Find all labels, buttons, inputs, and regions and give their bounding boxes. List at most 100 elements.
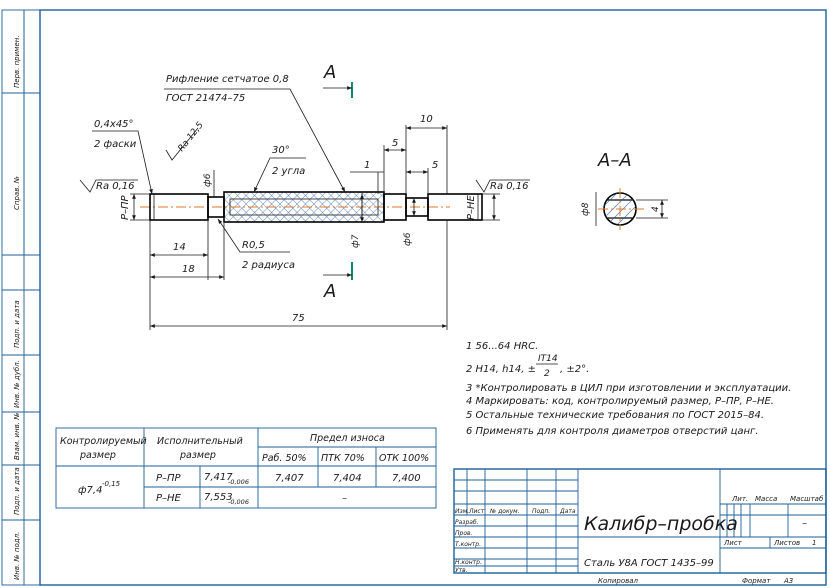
stamp-inv-dubl: Инв. № дубл.: [13, 360, 21, 408]
note-2-denominator: 2: [544, 369, 550, 379]
tb-scale-value: –: [802, 518, 807, 529]
tb-t-kontr: Т.контр.: [455, 541, 481, 548]
chamfer-leader: [92, 130, 153, 195]
note-3: 3 *Контролировать в ЦИЛ при изготовлении…: [466, 383, 791, 394]
tb-podp: Подп.: [532, 508, 550, 515]
note-2-numerator: IT14: [538, 354, 558, 364]
wear-table: Контролируемый размер Исполнительный раз…: [55, 427, 437, 509]
nogo-end-body: [427, 193, 483, 221]
cell-row1-w1: 7,407: [275, 473, 304, 484]
sheet-frame: [1, 9, 827, 586]
ra-left-symbol: [79, 179, 138, 193]
knurl-note-2: ГОСТ 21474–75: [166, 93, 245, 104]
tb-utv: Утв.: [455, 567, 468, 574]
r05-note-1: R0,5: [242, 240, 265, 251]
stamp-vzam-inv: Взам. инв. №: [13, 412, 21, 460]
knurl-leader: [164, 88, 346, 193]
dim-5a: 5: [392, 138, 398, 149]
th-exec-2: размер: [179, 450, 216, 461]
stamp-inv-podl: Инв. № подл.: [13, 532, 21, 580]
chamfer-note-2: 2 фаски: [94, 139, 137, 150]
angle-note-2: 2 угла: [272, 166, 305, 177]
note-2-prefix: 2 H14, h14, ±: [466, 364, 536, 375]
tb-razrab: Разраб.: [455, 519, 479, 526]
angle-note-1: 30°: [272, 145, 290, 156]
tb-material: Сталь У8А ГОСТ 1435–99: [584, 558, 714, 569]
tb-format: Формат: [742, 577, 771, 585]
th-wear-2: ПТК 70%: [321, 453, 365, 464]
cell-row2-merged: –: [342, 493, 347, 504]
th-controlled-2: размер: [79, 450, 116, 461]
cell-controlled-tol: -0,15: [102, 480, 121, 488]
tb-izm: Изм.: [455, 508, 469, 515]
cell-row2-tol: -0,006: [228, 498, 249, 506]
nogo-label: Р–НЕ: [466, 194, 477, 220]
dim-10: 10: [420, 114, 433, 125]
stamp-sprav: Справ. №: [13, 176, 21, 210]
stamp-podp-data-2: Подп. и дата: [13, 467, 21, 515]
cell-row2-name: Р–НЕ: [156, 493, 182, 504]
tb-format-value: А3: [783, 577, 793, 585]
tb-list: Лист: [723, 539, 743, 547]
section-view: А–А 4 ф8: [581, 150, 668, 230]
chamfer-note-1: 0,4x45°: [94, 119, 134, 130]
cell-row1-name: Р–ПР: [156, 473, 182, 484]
note-5: 5 Остальные технические требования по ГО…: [466, 409, 764, 421]
ra-left-label: Ra 0,16: [96, 181, 135, 192]
dim-1: 1: [364, 160, 370, 171]
knurl-note-1: Рифление сетчатое 0,8: [166, 74, 289, 85]
note-4: 4 Маркировать: код, контролируемый разме…: [466, 396, 774, 407]
th-exec-1: Исполнительный: [157, 436, 243, 447]
tb-listov-value: 1: [812, 539, 816, 547]
tb-massa: Масса: [755, 495, 777, 503]
cell-row1-size: 7,417: [204, 472, 233, 483]
tb-kopiroval: Копировал: [598, 577, 639, 585]
dim-d6-left: ф6: [203, 173, 213, 187]
section-label-top: А: [323, 62, 336, 83]
dim-5b: 5: [432, 160, 438, 171]
cell-row1-tol: -0,006: [228, 478, 249, 486]
note-6: 6 Применять для контроля диаметров отвер…: [466, 426, 758, 437]
section-dim-4: 4: [651, 206, 661, 212]
note-2-suffix: , ±2°.: [560, 364, 589, 375]
ra-right-label: Ra 0,16: [490, 181, 529, 192]
r05-note-2: 2 радиуса: [242, 260, 295, 271]
title-block: Изм. Лист № докум. Подп. Дата Разраб. Пр…: [453, 468, 827, 585]
dim-14: 14: [173, 242, 186, 253]
cell-row2-size: 7,553: [204, 492, 233, 503]
tb-masshtab: Масштаб: [790, 495, 824, 503]
tb-n-kontr: Н.контр.: [455, 559, 482, 566]
cell-row1-w3: 7,400: [392, 473, 421, 484]
th-wear-3: ОТК 100%: [379, 453, 429, 464]
section-label-bottom: А: [323, 281, 336, 302]
cell-controlled: ф7,4: [78, 485, 102, 496]
tb-lit: Лит.: [731, 495, 748, 503]
tb-list-col: Лист: [468, 508, 485, 515]
stamp-podp-data-1: Подп. и дата: [13, 300, 21, 348]
dim-18: 18: [182, 264, 195, 275]
th-wear-1: Раб. 50%: [262, 453, 307, 464]
note-1: 1 56...64 HRC.: [466, 341, 538, 352]
side-stamps: Перв. примен. Справ. № Подп. и дата Инв.…: [13, 35, 21, 580]
section-dim-d8: ф8: [581, 202, 591, 216]
ra125-symbol: [165, 127, 199, 161]
gauge-main-view: А А Рифление сетчатое 0,8 ГОСТ 21474–75 …: [79, 62, 530, 330]
ra-right-symbol: [475, 179, 530, 193]
go-label: Р–ПР: [120, 194, 131, 220]
dim-d7: ф7: [351, 234, 361, 248]
section-view-title: А–А: [597, 150, 632, 171]
tb-listov: Листов: [773, 539, 800, 547]
tb-data: Дата: [559, 508, 576, 515]
dim-d6-right: ф6: [403, 232, 413, 246]
stamp-perv-primen: Перв. примен.: [13, 35, 21, 88]
tb-title: Калибр–пробка: [584, 513, 738, 535]
th-wear: Предел износа: [310, 433, 385, 444]
angle-leader: [253, 157, 306, 193]
ra125-label: Ra 12,5: [176, 120, 205, 154]
technical-notes: 1 56...64 HRC. 2 H14, h14, ± IT14 2 , ±2…: [466, 341, 791, 437]
r05-leader: [217, 218, 290, 253]
cell-row1-w2: 7,404: [333, 473, 362, 484]
tb-prov: Пров.: [455, 530, 473, 537]
tb-n-dokum: № докум.: [489, 508, 520, 515]
